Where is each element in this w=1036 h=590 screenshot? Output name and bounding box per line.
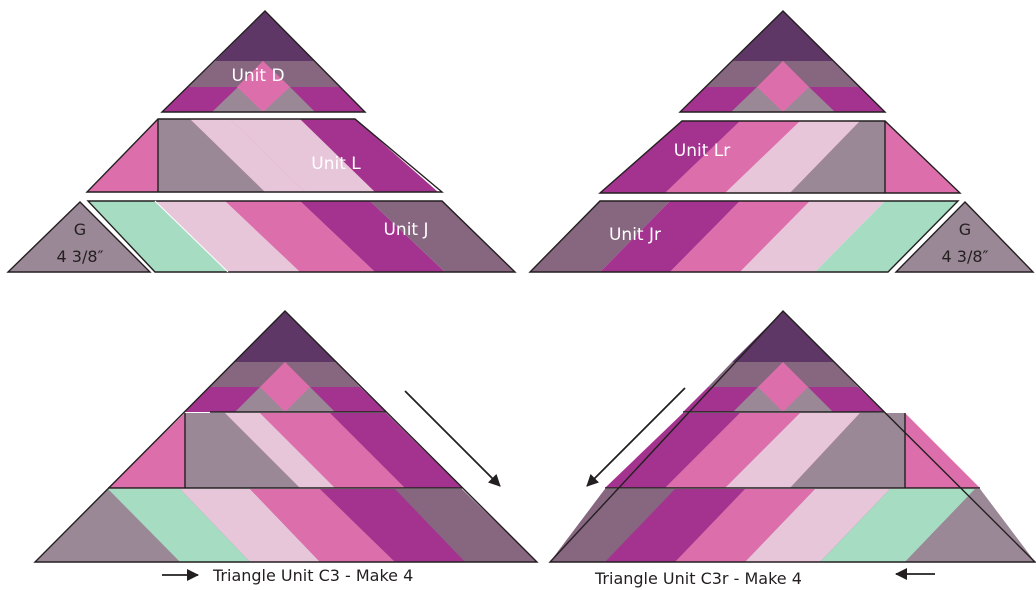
g-left-size: 4 3/8″ bbox=[57, 247, 104, 266]
unit-j-block: Unit J bbox=[86, 200, 517, 273]
g-left-letter: G bbox=[74, 220, 86, 239]
unit-lr-label: Unit Lr bbox=[674, 141, 730, 161]
unit-d-block: Unit D bbox=[160, 10, 367, 113]
unit-d-mirror-block bbox=[678, 10, 887, 113]
g-right-size: 4 3/8″ bbox=[942, 247, 989, 266]
triangle-unit-c3r bbox=[548, 309, 1036, 563]
diagonal-arrow-right bbox=[404, 390, 501, 487]
g-triangle-left: G 4 3/8″ bbox=[6, 201, 152, 273]
unit-j-label: Unit J bbox=[383, 220, 428, 240]
unit-d-label: Unit D bbox=[231, 66, 284, 86]
unit-jr-label: Unit Jr bbox=[609, 225, 661, 245]
unit-jr-block: Unit Jr bbox=[528, 200, 960, 273]
caption-c3r: Triangle Unit C3r - Make 4 bbox=[594, 569, 802, 588]
diagonal-arrow-left bbox=[586, 387, 686, 487]
g-triangle-right: G 4 3/8″ bbox=[894, 200, 1035, 273]
unit-l-block: Unit L bbox=[85, 118, 444, 193]
unit-lr-block: Unit Lr bbox=[598, 120, 962, 194]
triangle-unit-c3 bbox=[33, 310, 539, 563]
g-right-letter: G bbox=[959, 220, 971, 239]
caption-c3: Triangle Unit C3 - Make 4 bbox=[212, 566, 413, 585]
unit-l-label: Unit L bbox=[311, 154, 361, 174]
